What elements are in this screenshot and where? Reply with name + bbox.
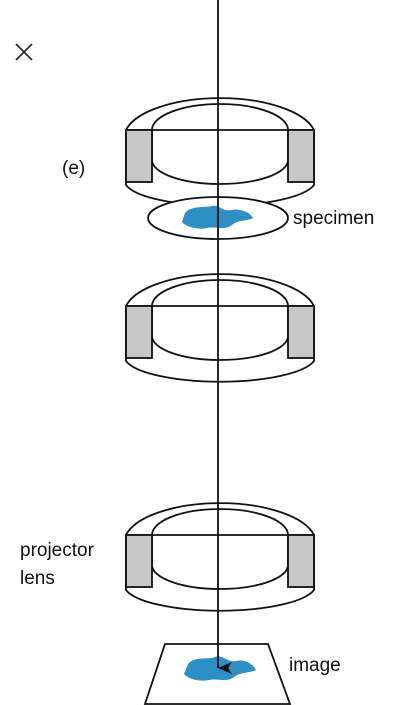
projector-label-line2: lens xyxy=(20,568,55,589)
coil-left xyxy=(125,534,153,588)
coil-right xyxy=(287,305,315,359)
projector-label-line1: projector xyxy=(20,540,94,561)
panel-label: (e) xyxy=(62,158,86,179)
specimen-label: specimen xyxy=(293,208,375,229)
image-label: image xyxy=(289,655,341,676)
objective-lens xyxy=(125,273,315,383)
coil-left xyxy=(125,129,153,183)
close-icon[interactable] xyxy=(15,43,33,61)
condenser-lens xyxy=(125,97,315,207)
coil-left xyxy=(125,305,153,359)
coil-right xyxy=(287,129,315,183)
projector-lens xyxy=(125,502,315,612)
coil-right xyxy=(287,534,315,588)
